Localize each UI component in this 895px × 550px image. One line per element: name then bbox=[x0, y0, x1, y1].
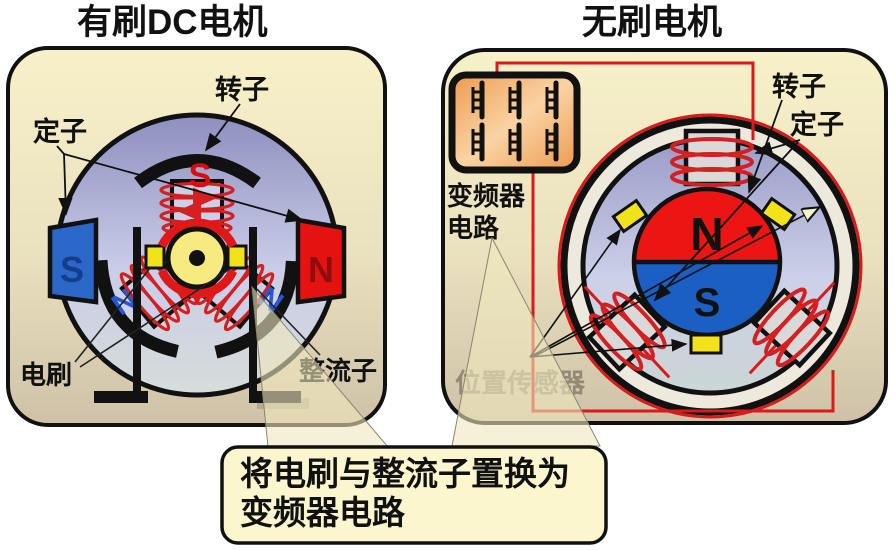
stator-label: 定子 bbox=[33, 116, 87, 147]
stator-magnet-n-letter: N bbox=[308, 249, 334, 290]
callout-box: 将电刷与整流子置换为 变频器电路 bbox=[220, 445, 608, 545]
position-sensor-left bbox=[611, 198, 649, 234]
sensor-pointer-bottom bbox=[529, 338, 688, 358]
sensor-pointer-left bbox=[529, 228, 621, 358]
sensor-pointer-right bbox=[529, 225, 764, 358]
brush-foot-left bbox=[94, 391, 148, 403]
shaft-center bbox=[189, 250, 205, 266]
inverter-label-line1: 变频器 bbox=[447, 181, 526, 211]
position-sensor-bottom bbox=[689, 333, 723, 355]
stator-pointer-top-coil bbox=[754, 139, 801, 156]
commutator-ring-top bbox=[157, 218, 238, 249]
left-title: 有刷DC电机 bbox=[77, 3, 268, 42]
brush-contact-right bbox=[226, 244, 248, 270]
brush-holder-right bbox=[249, 227, 257, 395]
rotor-pole-s-letter: S bbox=[189, 157, 212, 195]
rotor-magnet: N S bbox=[631, 186, 783, 338]
stator-ring-pointer bbox=[532, 208, 818, 358]
commutator-pointer-line bbox=[256, 288, 321, 356]
brush-label: 电刷 bbox=[20, 360, 72, 390]
brush-holder-left bbox=[133, 227, 141, 403]
stator-magnet-s bbox=[47, 217, 99, 305]
rotor-pointer-line bbox=[204, 103, 241, 152]
stator-label: 定子 bbox=[790, 109, 844, 140]
wire-loop-circle bbox=[557, 113, 863, 419]
rotor-label: 转子 bbox=[215, 75, 269, 105]
stator-pointer-line-right bbox=[63, 153, 304, 223]
stator-coil-right bbox=[748, 281, 836, 375]
rotor-n-letter: N bbox=[690, 208, 723, 260]
callout-text-line2: 变频器电路 bbox=[240, 494, 406, 531]
callout-text-line1: 将电刷与整流子置换为 bbox=[240, 455, 570, 492]
commutator-ring-bottom bbox=[157, 268, 238, 299]
stator-pointer-fork bbox=[56, 145, 65, 155]
stator-coil-top bbox=[670, 128, 754, 187]
stator-pointer-line-left bbox=[58, 153, 73, 216]
brushless-motor-panel: N S 转子 定子 bbox=[441, 48, 888, 425]
callout-frame bbox=[220, 445, 608, 545]
rotor-label: 转子 bbox=[772, 72, 826, 102]
stator-magnet-n bbox=[295, 217, 347, 305]
rotor-s-letter: S bbox=[694, 281, 721, 325]
wire-inverter-to-right-coil bbox=[531, 168, 835, 413]
inverter-circuit-box bbox=[448, 71, 581, 174]
brushed-motor-panel: S N S N N 转子 定子 bbox=[6, 46, 387, 427]
brush-pointer-line-2 bbox=[79, 268, 231, 368]
inverter-label-line2: 电路 bbox=[447, 213, 500, 243]
brush-pointer-line-1 bbox=[74, 266, 152, 363]
brush-contact-left bbox=[144, 244, 166, 270]
right-title: 无刷电机 bbox=[582, 3, 722, 42]
stator-magnet-s-letter: S bbox=[60, 249, 84, 290]
